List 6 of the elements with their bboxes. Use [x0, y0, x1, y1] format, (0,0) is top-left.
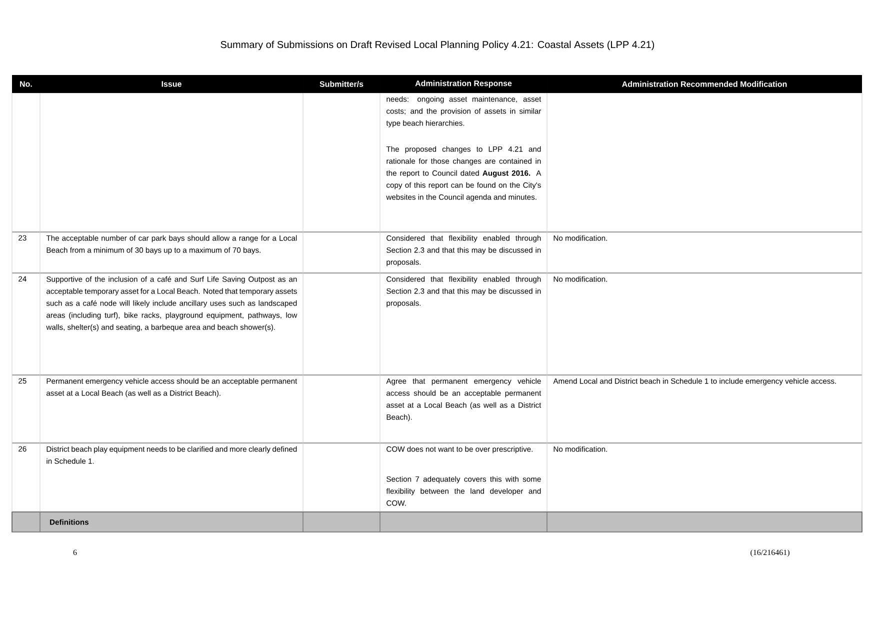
- page-number: 6: [73, 550, 77, 556]
- column-header: No.: [12, 75, 40, 93]
- column-header: Submitter/s: [303, 75, 380, 93]
- column-header: Administration Recommended Modification: [547, 75, 862, 93]
- page-title: Summary of Submissions on Draft Revised Local Planning Policy 4.21: Coastal Assets (LPP 4.21): [220, 40, 654, 50]
- document-reference: (16/216461): [750, 549, 790, 557]
